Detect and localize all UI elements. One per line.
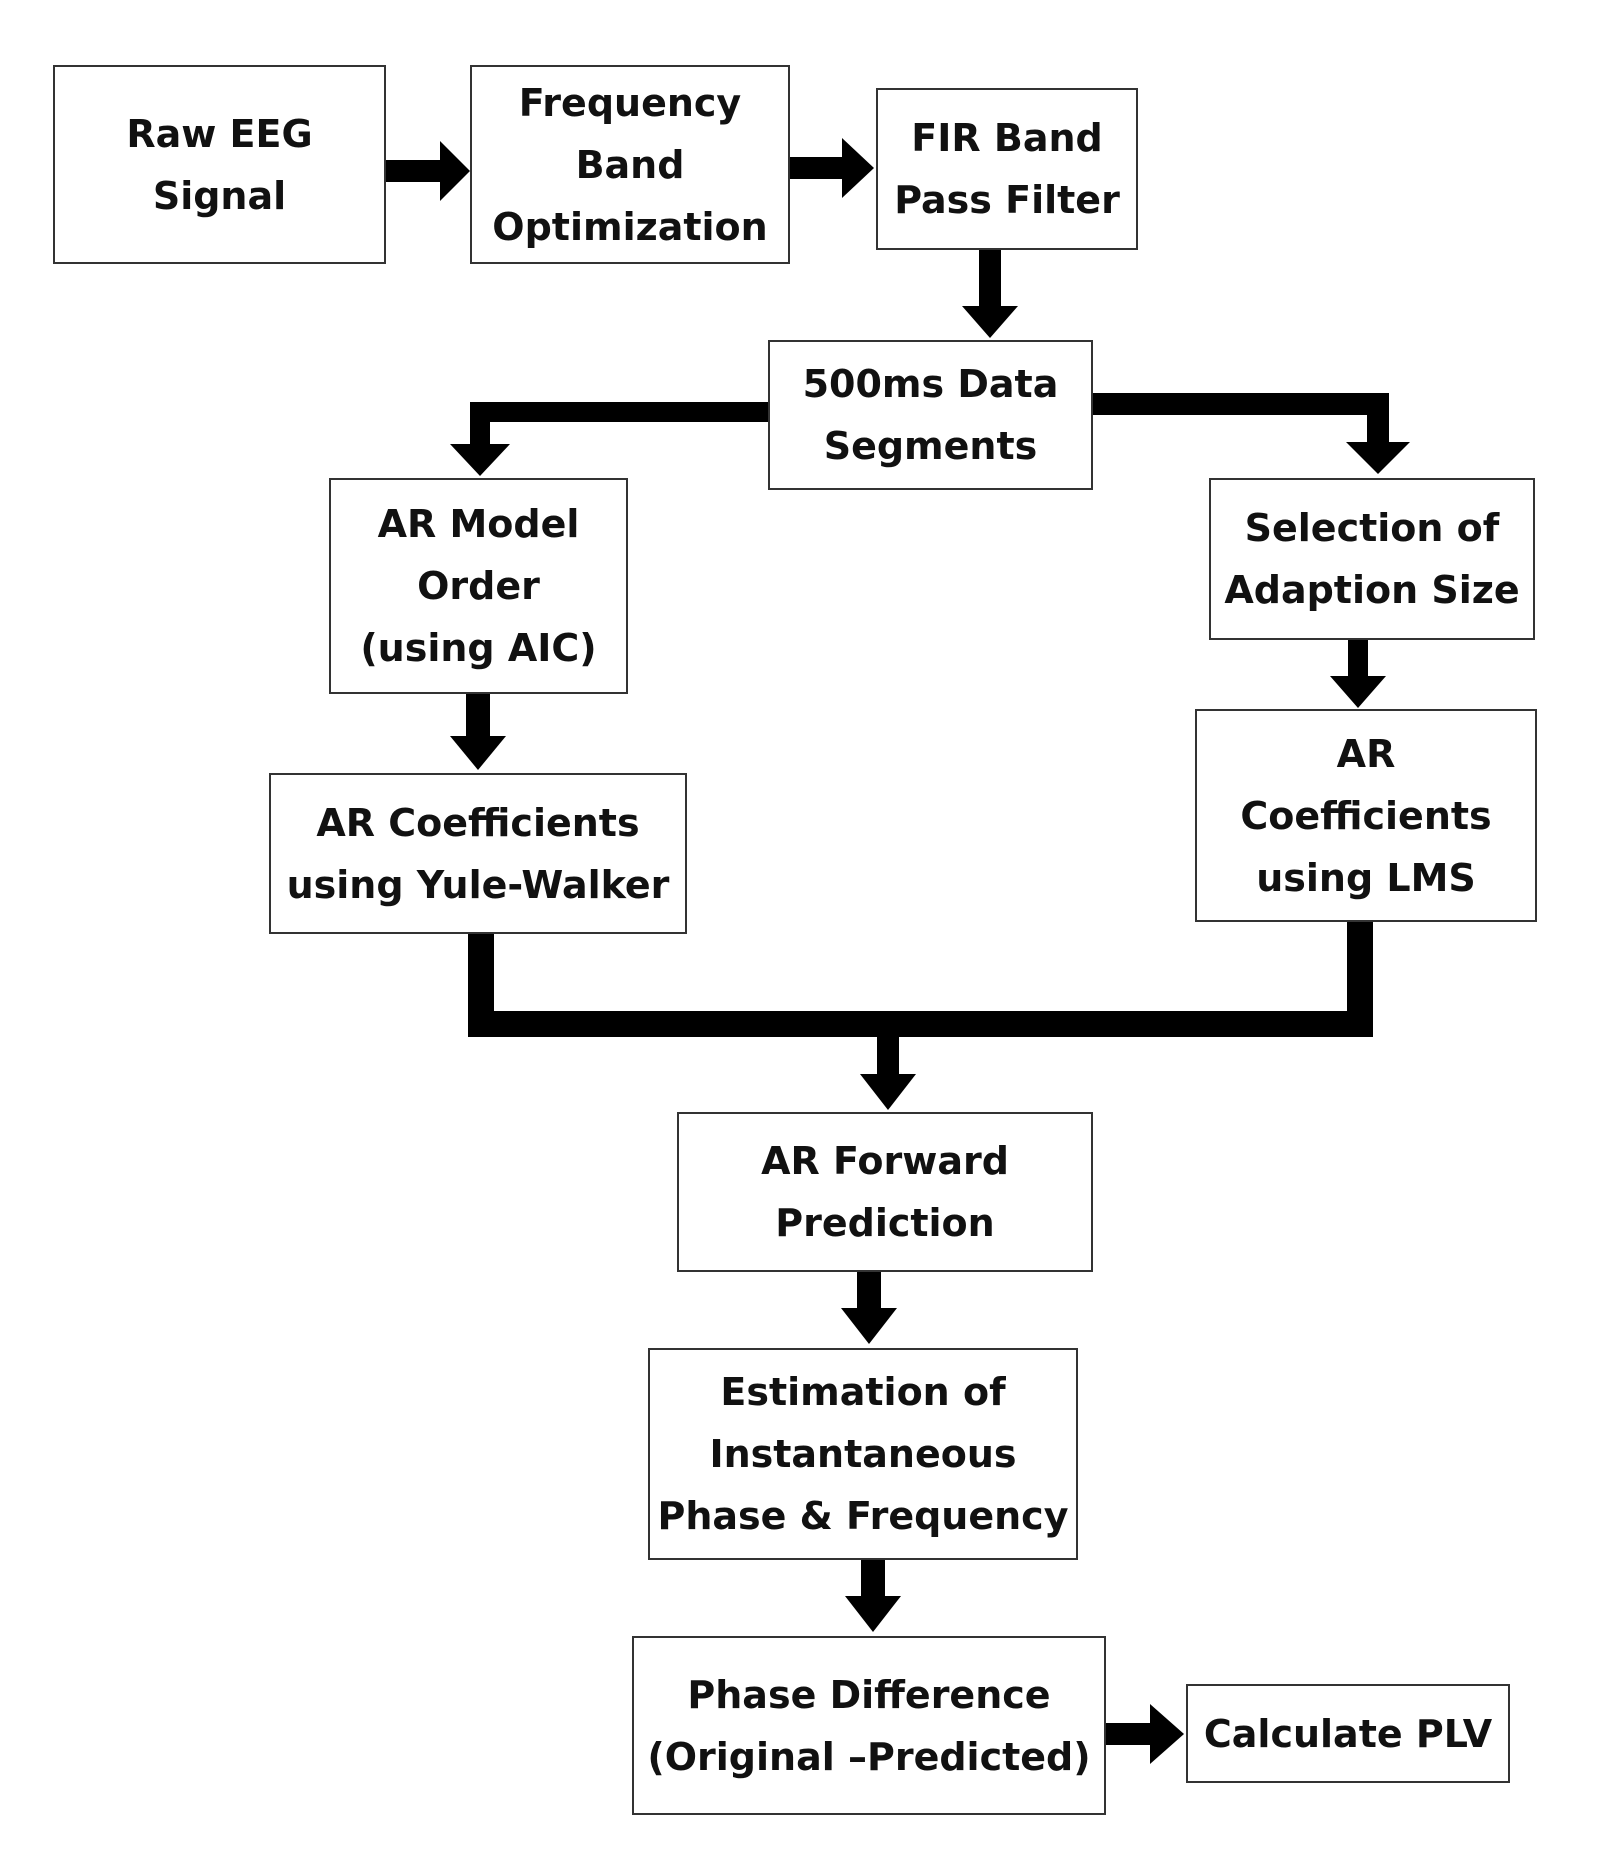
node-fir-band-pass-filter: FIR Band Pass Filter (876, 88, 1138, 250)
edge-data-segments-to-ar-model-order (450, 402, 768, 476)
edge-fir-filter-to-data-segments (962, 250, 1018, 338)
node-raw-eeg: Raw EEG Signal (53, 65, 386, 264)
node-calculate-plv: Calculate PLV (1186, 1684, 1510, 1783)
node-frequency-band-optimization: Frequency Band Optimization (470, 65, 790, 264)
node-500ms-data-segments: 500ms Data Segments (768, 340, 1093, 490)
node-ar-model-order: AR Model Order (using AIC) (329, 478, 628, 694)
node-selection-of-adaption-size: Selection of Adaption Size (1209, 478, 1535, 640)
edge-adaption-size-to-ar-lms (1330, 640, 1386, 708)
node-phase-difference: Phase Difference (Original –Predicted) (632, 1636, 1106, 1815)
edge-raw-eeg-to-freq-band-opt (386, 141, 470, 201)
node-ar-forward-prediction: AR Forward Prediction (677, 1112, 1093, 1272)
edge-ar-forward-to-estimation (841, 1272, 897, 1344)
edge-estimation-to-phase-diff (845, 1560, 901, 1632)
node-ar-coefficients-lms: AR Coefficients using LMS (1195, 709, 1537, 922)
edge-data-segments-to-adaption-size (1093, 393, 1410, 474)
edge-ar-coefficients-to-ar-forward (468, 922, 1373, 1110)
node-estimation-phase-frequency: Estimation of Instantaneous Phase & Freq… (648, 1348, 1078, 1560)
edge-freq-band-opt-to-fir-filter (788, 138, 874, 198)
edge-phase-diff-to-plv (1106, 1704, 1184, 1764)
edge-ar-model-order-to-ar-yule-walker (450, 694, 506, 770)
node-ar-coefficients-yule-walker: AR Coefficients using Yule-Walker (269, 773, 687, 934)
